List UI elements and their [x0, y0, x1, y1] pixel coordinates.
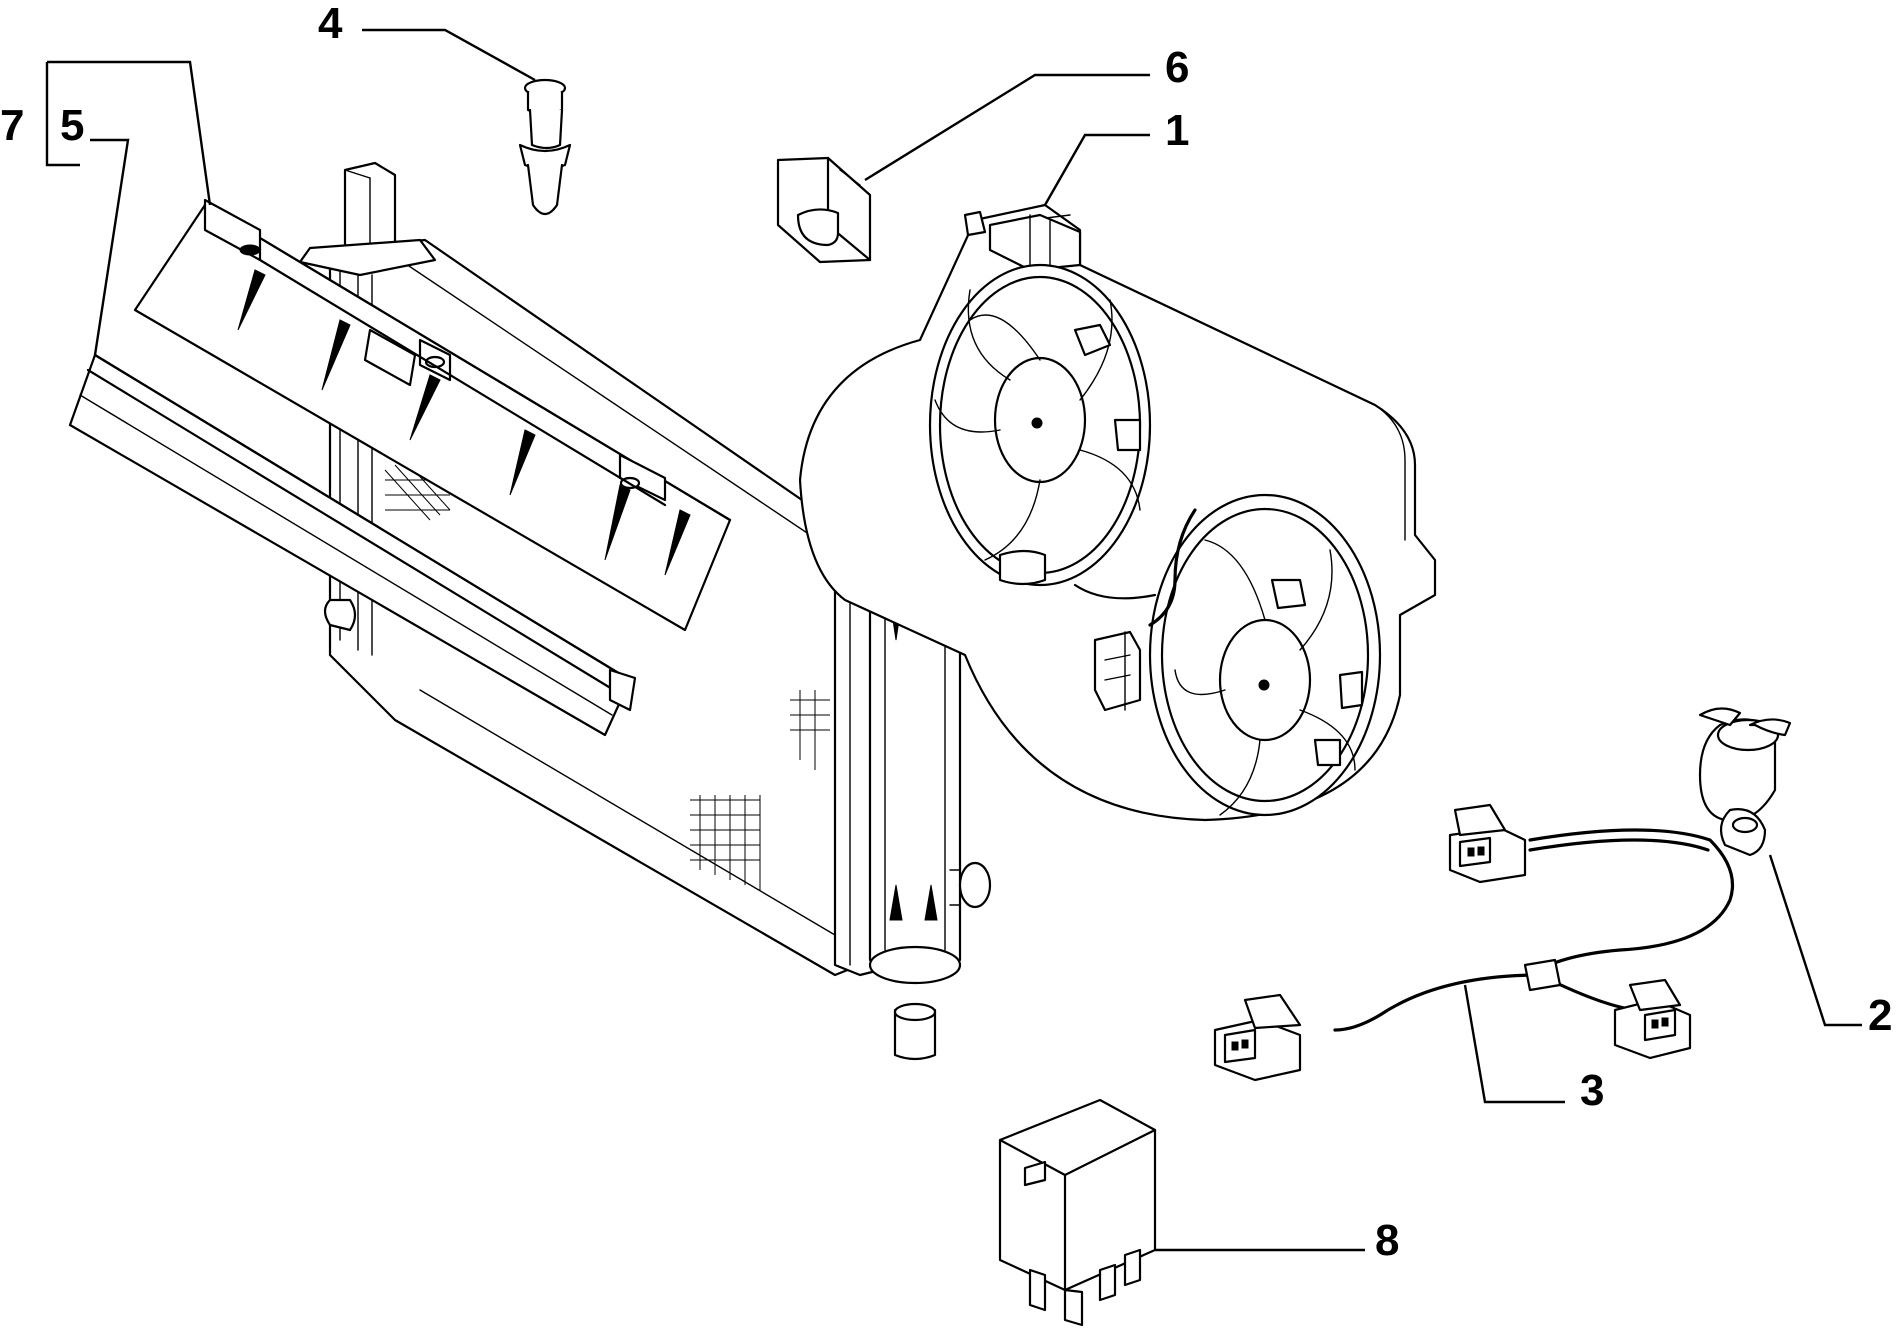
connector-c [1613, 978, 1692, 1060]
callout-5: 5 [60, 101, 84, 150]
callouts: 4 6 1 7 5 2 3 8 [0, 0, 1892, 1265]
callout-7: 7 [0, 101, 24, 150]
callout-4: 4 [318, 0, 343, 48]
fan-upper [928, 263, 1152, 587]
fan-lower [1148, 493, 1382, 817]
strip-lower [68, 353, 637, 737]
callout-6: 6 [1165, 43, 1189, 92]
wiring-harness [1213, 803, 1735, 1082]
fan-assembly [798, 203, 1437, 822]
screw-pin [518, 78, 572, 216]
clip [776, 156, 872, 264]
hose-clamp [1698, 707, 1792, 857]
connector-a [1448, 803, 1527, 884]
leader-lines [45, 28, 1862, 1252]
callout-3: 3 [1580, 1066, 1604, 1115]
callout-2: 2 [1868, 991, 1892, 1040]
relay [998, 1098, 1157, 1327]
connector-b [1213, 993, 1302, 1082]
deflector-upper [133, 198, 732, 632]
callout-8: 8 [1375, 1216, 1399, 1265]
callout-1: 1 [1165, 106, 1189, 155]
